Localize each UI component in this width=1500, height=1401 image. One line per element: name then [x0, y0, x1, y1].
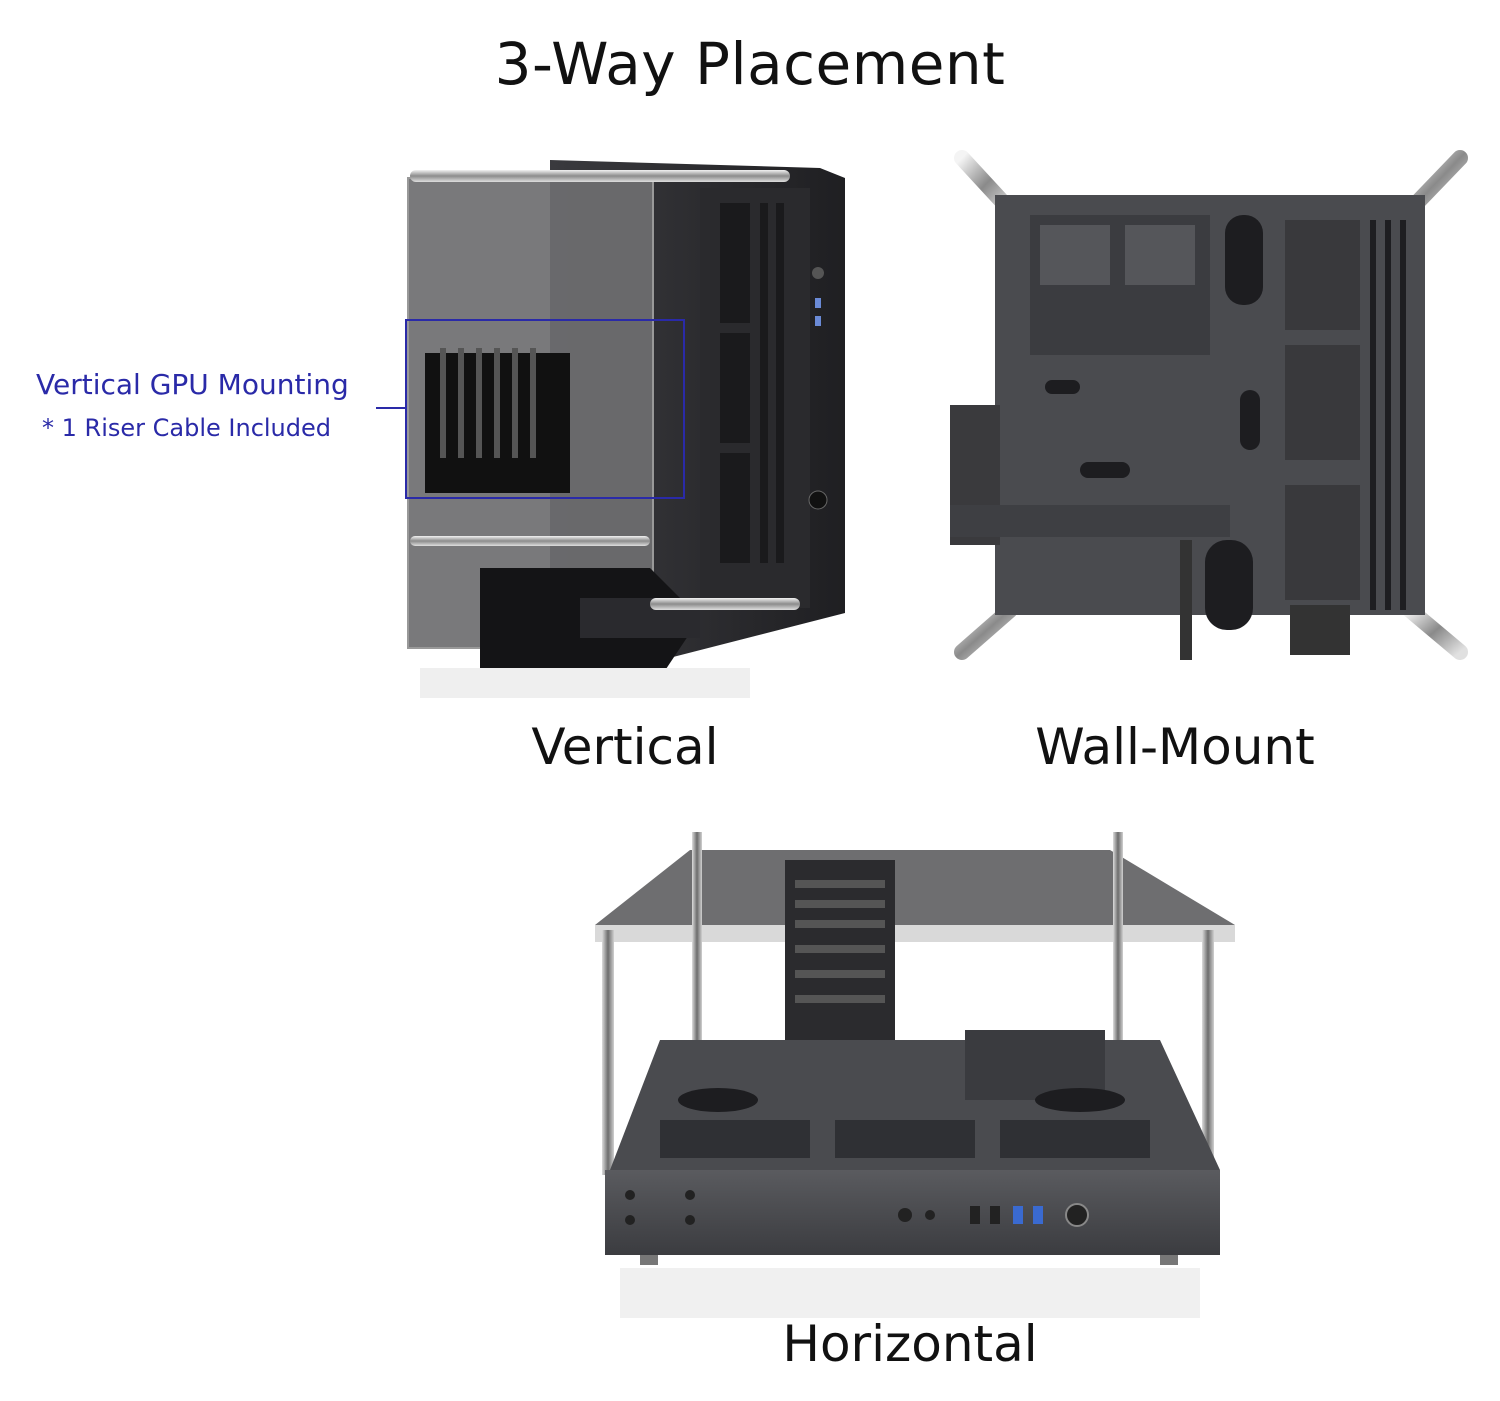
caption-vertical: Vertical: [531, 718, 719, 776]
riser-cable-note: * 1 Riser Cable Included: [42, 414, 331, 442]
wall-mount-case-photo: [940, 140, 1480, 670]
horizontal-case-photo: [590, 820, 1250, 1320]
gpu-mount-callout: Vertical GPU Mounting: [36, 368, 349, 401]
callout-leader-line: [376, 320, 407, 496]
caption-wall-mount: Wall-Mount: [1035, 718, 1315, 776]
caption-horizontal: Horizontal: [782, 1315, 1038, 1373]
vertical-case-photo: [400, 148, 870, 700]
page-title: 3-Way Placement: [494, 30, 1006, 98]
